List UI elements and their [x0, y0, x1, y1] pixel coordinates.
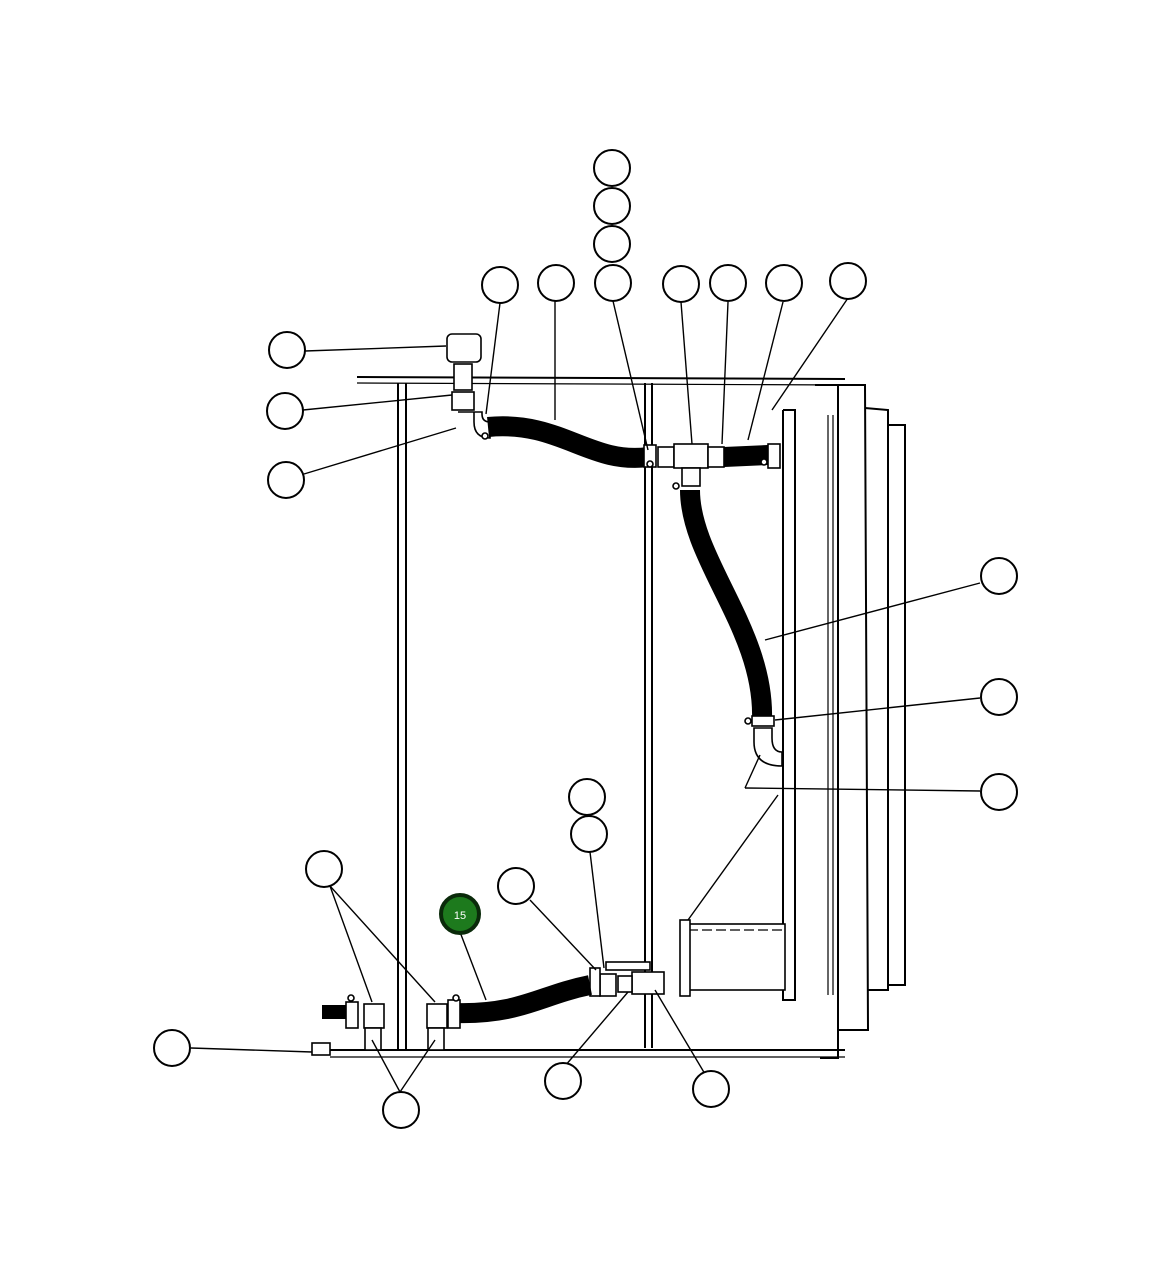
short-hose	[723, 445, 769, 467]
left-elbow	[363, 1003, 385, 1029]
drain-valve	[631, 971, 665, 995]
lower-clamp-right	[589, 967, 601, 997]
callout-balloon[interactable]	[980, 557, 1018, 595]
upper-hose	[487, 416, 650, 468]
tee-bottom-nipple	[681, 467, 701, 487]
callout-balloon[interactable]	[980, 773, 1018, 811]
callout-balloon[interactable]	[709, 264, 747, 302]
vertical-hose	[680, 489, 773, 721]
callout-balloon[interactable]	[593, 149, 631, 187]
drain-housing	[684, 923, 786, 991]
clamp-screw	[452, 994, 460, 1002]
lower-elbow	[753, 727, 783, 767]
callout-balloon[interactable]	[765, 264, 803, 302]
short-hose-clamp	[767, 443, 781, 469]
clamp-screw	[744, 717, 752, 725]
callout-balloon[interactable]	[593, 187, 631, 225]
callout-balloon[interactable]	[497, 867, 535, 905]
tee-fitting	[673, 443, 709, 469]
callout-balloon[interactable]	[829, 262, 867, 300]
callout-balloon[interactable]	[544, 1062, 582, 1100]
callout-balloon[interactable]	[153, 1029, 191, 1067]
clamp-screw	[481, 432, 489, 440]
callout-balloon[interactable]	[481, 266, 519, 304]
lower-hose-assembly	[311, 919, 786, 1056]
leveling-foot	[311, 1042, 331, 1056]
upper-hose-assembly	[446, 333, 783, 767]
clamp-screw	[672, 482, 680, 490]
callout-balloon[interactable]	[382, 1091, 420, 1129]
valve-nipple	[617, 975, 633, 993]
callout-balloon[interactable]	[568, 778, 606, 816]
callout-balloon[interactable]	[980, 678, 1018, 716]
callout-balloon[interactable]	[537, 264, 575, 302]
callout-label-selected: 15	[454, 910, 466, 922]
right-elbow	[426, 1003, 448, 1029]
callout-balloon[interactable]	[662, 265, 700, 303]
valve-handle	[605, 961, 651, 971]
callout-balloon[interactable]	[593, 225, 631, 263]
cabinet-frame	[330, 376, 906, 1059]
lower-hose-clamp	[751, 715, 775, 727]
callout-balloon[interactable]	[692, 1070, 730, 1108]
upper-nipple	[453, 363, 473, 391]
lower-clamp-left	[447, 999, 461, 1029]
clamp-screw	[760, 458, 768, 466]
callout-balloon[interactable]	[267, 461, 305, 499]
vacuum-breaker	[446, 333, 482, 363]
clamp-screw	[646, 460, 654, 468]
left-elbow-nipple	[364, 1027, 382, 1051]
callouts: 15	[153, 149, 1018, 1129]
callout-balloon[interactable]	[594, 264, 632, 302]
callout-balloon[interactable]	[305, 850, 343, 888]
tee-nipple-right	[707, 446, 725, 468]
hose-barb	[599, 973, 617, 997]
callout-balloon[interactable]	[268, 331, 306, 369]
drain-hose	[454, 975, 593, 1024]
callout-balloon[interactable]	[570, 815, 608, 853]
tee-nipple-left	[657, 446, 675, 468]
callout-balloon-selected[interactable]: 15	[439, 893, 481, 935]
upper-coupling	[451, 391, 475, 411]
clamp-screw	[347, 994, 355, 1002]
leader-lines	[190, 297, 981, 1093]
left-clamp	[345, 1001, 359, 1029]
drain-flange	[679, 919, 691, 997]
callout-balloon[interactable]	[266, 392, 304, 430]
